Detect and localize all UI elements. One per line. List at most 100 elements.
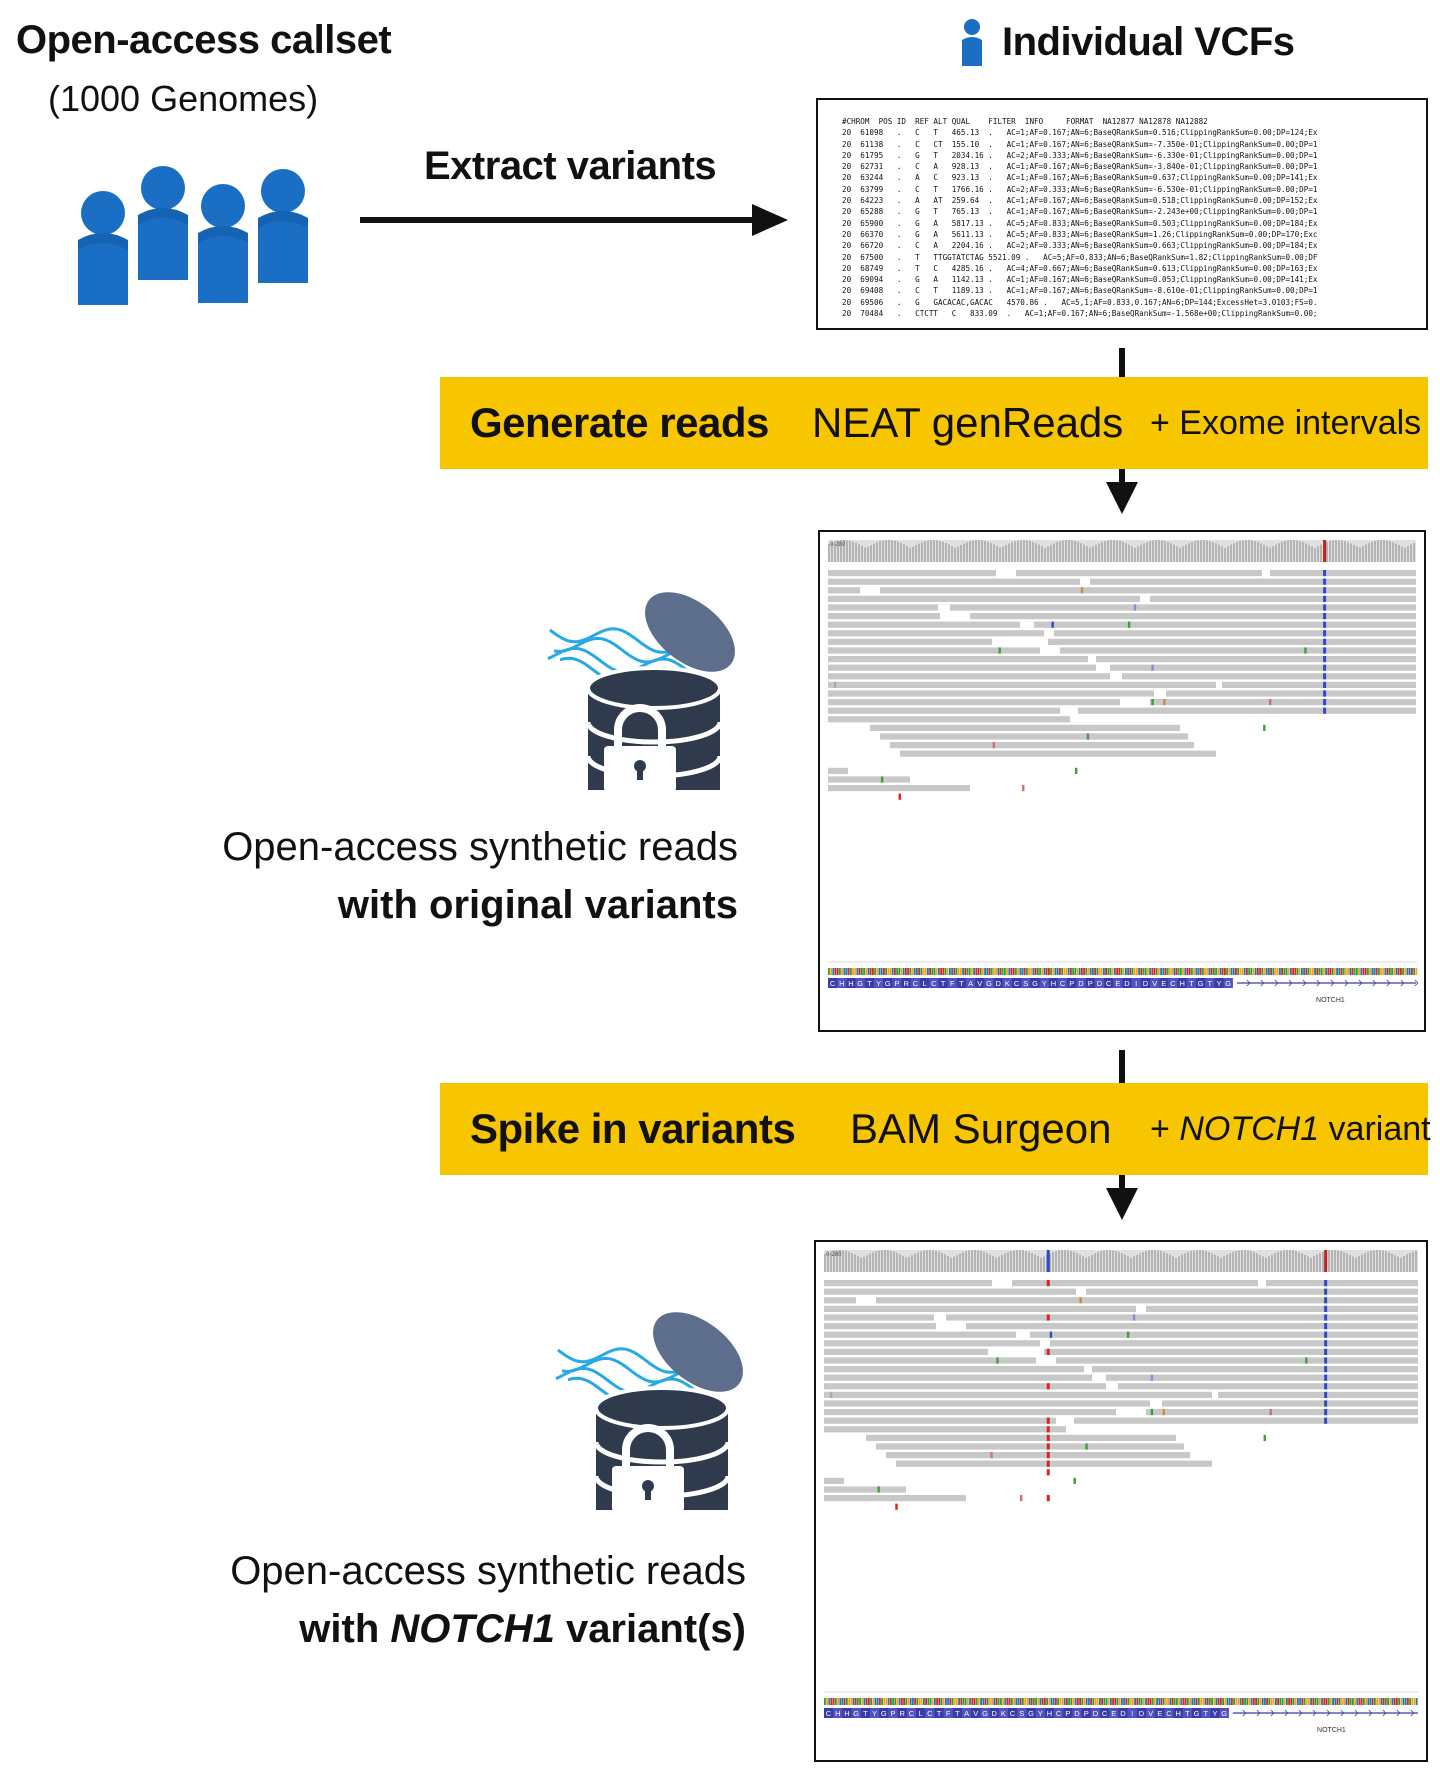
coverage-bar: [1353, 544, 1355, 562]
variant-base: [1324, 1400, 1328, 1407]
base-tick: [1010, 968, 1013, 975]
base-tick: [942, 1698, 945, 1705]
base-tick: [1173, 1698, 1176, 1705]
amino-acid-letter: G: [986, 979, 992, 988]
strand-chevron: [1414, 979, 1419, 987]
mismatch-base: [1126, 1331, 1130, 1338]
base-tick: [1285, 968, 1288, 975]
read: [824, 1331, 1016, 1338]
coverage-bar: [1248, 540, 1250, 562]
base-tick: [927, 968, 929, 975]
base-tick: [1265, 968, 1268, 975]
amino-acid-letter: G: [881, 1709, 887, 1718]
base-tick: [945, 1698, 947, 1705]
coverage-bar: [1292, 1250, 1294, 1272]
coverage-bar: [873, 543, 875, 562]
amino-acid-cell: [874, 978, 884, 988]
read: [1106, 1374, 1418, 1381]
coverage-bar: [992, 1256, 994, 1272]
coverage-bar: [1386, 540, 1388, 562]
amino-acid-letter: C: [1060, 979, 1066, 988]
base-tick: [850, 968, 852, 975]
base-tick: [1191, 968, 1193, 975]
base-tick: [1008, 968, 1011, 975]
amino-acid-letter: Y: [872, 1709, 877, 1718]
base-tick: [1224, 968, 1226, 975]
coverage-bar: [968, 1250, 970, 1272]
base-tick: [1111, 968, 1114, 975]
base-tick: [916, 1698, 919, 1705]
coverage-bar: [1062, 540, 1064, 562]
coverage-bar: [974, 1250, 976, 1272]
amino-acid-cell: [1146, 1708, 1156, 1718]
coverage-bar: [1302, 542, 1304, 562]
base-tick: [905, 968, 907, 975]
coverage-bar: [1082, 1256, 1084, 1272]
coverage-bar: [966, 542, 968, 562]
spiked-variant-base: [1046, 1460, 1050, 1467]
coverage-bar: [1068, 540, 1070, 562]
coverage-bar: [1052, 1252, 1054, 1272]
base-tick: [1356, 968, 1358, 975]
base-tick: [1136, 968, 1138, 975]
base-tick: [912, 1698, 914, 1705]
base-tick: [923, 1698, 925, 1705]
read: [1222, 681, 1416, 688]
base-tick: [1123, 1698, 1125, 1705]
base-tick: [1076, 968, 1079, 975]
strand-chevron: [1368, 1709, 1373, 1717]
base-tick: [1279, 968, 1281, 975]
coverage-bar: [1406, 1254, 1408, 1272]
coverage-bar: [1191, 542, 1193, 562]
base-tick: [1303, 1698, 1306, 1705]
amino-acid-cell: [1002, 978, 1012, 988]
base-tick: [1061, 1698, 1064, 1705]
coverage-bar: [950, 1257, 952, 1272]
coverage-bar: [1218, 544, 1220, 562]
base-tick: [1122, 968, 1125, 975]
coverage-bar: [1355, 1257, 1357, 1272]
base-tick: [944, 968, 947, 975]
base-tick: [1330, 1698, 1332, 1705]
coverage-bar: [1110, 540, 1112, 562]
coverage-bar: [1154, 1250, 1156, 1272]
base-tick: [1099, 1698, 1101, 1705]
base-tick: [920, 968, 923, 975]
coverage-bar: [1166, 1253, 1168, 1272]
amino-acid-cell: [1109, 1708, 1119, 1718]
strand-chevron: [1330, 979, 1335, 987]
read: [824, 1417, 1056, 1424]
coverage-bar: [1163, 1252, 1165, 1272]
base-tick: [1233, 1698, 1235, 1705]
coverage-bar: [1329, 540, 1331, 562]
caption-notch1: Open-access synthetic reads with NOTCH1 …: [220, 1542, 746, 1658]
variant-base: [1323, 664, 1327, 671]
base-tick: [863, 1698, 866, 1705]
base-tick: [1081, 968, 1083, 975]
coverage-bar: [956, 1255, 958, 1272]
base-tick: [931, 968, 934, 975]
amino-acid-letter: P: [1069, 979, 1074, 988]
base-tick: [901, 1698, 903, 1705]
coverage-bar: [884, 1250, 886, 1272]
base-tick: [1283, 968, 1286, 975]
coverage-bar: [1139, 1253, 1141, 1272]
coverage-bar: [1397, 1256, 1399, 1272]
coverage-bar: [1095, 544, 1097, 562]
coverage-bar: [1193, 1250, 1195, 1272]
coverage-bar: [945, 543, 947, 562]
coverage-bar: [1320, 544, 1322, 562]
coverage-variant-marker: [1323, 540, 1327, 562]
coverage-bar: [914, 1253, 916, 1272]
coverage-bar: [866, 1255, 868, 1272]
amino-acid-letter: G: [982, 1709, 988, 1718]
base-tick: [872, 968, 874, 975]
base-tick: [986, 968, 989, 975]
coverage-bar: [899, 1254, 901, 1272]
coverage-bar: [1020, 540, 1022, 562]
amino-acid-letter: G: [1198, 979, 1204, 988]
mismatch-base: [895, 1503, 898, 1510]
coverage-bar: [1097, 1252, 1099, 1272]
